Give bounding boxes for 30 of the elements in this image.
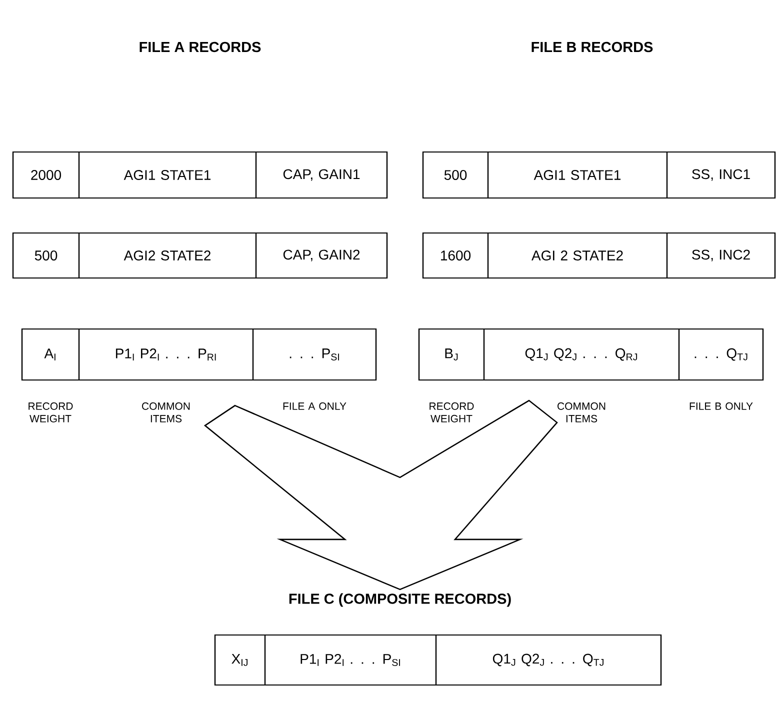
field-caption: COMMON ITEMS <box>558 402 606 422</box>
record-field: X$_{IJ}$ <box>214 634 266 686</box>
record-field: B$_{J}$ <box>418 328 485 381</box>
record-field: Q1$_{J}$ Q2$_{J}$ . . . Q$_{RJ}$ <box>483 328 680 381</box>
record-field: SS, INC1 <box>666 151 776 199</box>
record-field: AGI1 STATE1 <box>487 151 668 199</box>
record-field: SS, INC2 <box>666 232 776 279</box>
record-field: CAP, GAIN2 <box>255 232 388 279</box>
record-field: . . . Q$_{TJ}$ <box>678 328 764 381</box>
field-caption: FILE A ONLY <box>283 402 346 410</box>
record-field: A$_{I}$ <box>21 328 80 381</box>
field-caption: COMMON ITEMS <box>142 402 190 422</box>
record-field: 1600 <box>422 232 489 279</box>
record-field: Q1$_{J}$ Q2$_{J}$ . . . Q$_{TJ}$ <box>435 634 662 686</box>
record-field: AGI2 STATE2 <box>78 232 257 279</box>
heading: FILE C (COMPOSITE RECORDS) <box>289 593 511 607</box>
record-field: P1$_{I}$ P2$_{I}$ . . . P$_{SI}$ <box>264 634 437 686</box>
field-caption: RECORD WEIGHT <box>430 402 474 422</box>
heading: FILE B RECORDS <box>532 42 653 52</box>
record-field: . . . P$_{SI}$ <box>252 328 377 381</box>
record-field: P1$_{I}$ P2$_{I}$ . . . P$_{RI}$ <box>78 328 254 381</box>
record-field: 500 <box>12 232 80 279</box>
heading: FILE A RECORDS <box>140 42 261 52</box>
field-caption: FILE B ONLY <box>690 402 753 410</box>
record-field: AGI 2 STATE2 <box>487 232 668 279</box>
field-caption: RECORD WEIGHT <box>28 402 73 422</box>
record-field: CAP, GAIN1 <box>255 151 388 199</box>
record-field: 2000 <box>12 151 80 199</box>
record-field: 500 <box>422 151 489 199</box>
record-field: AGI1 STATE1 <box>78 151 257 199</box>
